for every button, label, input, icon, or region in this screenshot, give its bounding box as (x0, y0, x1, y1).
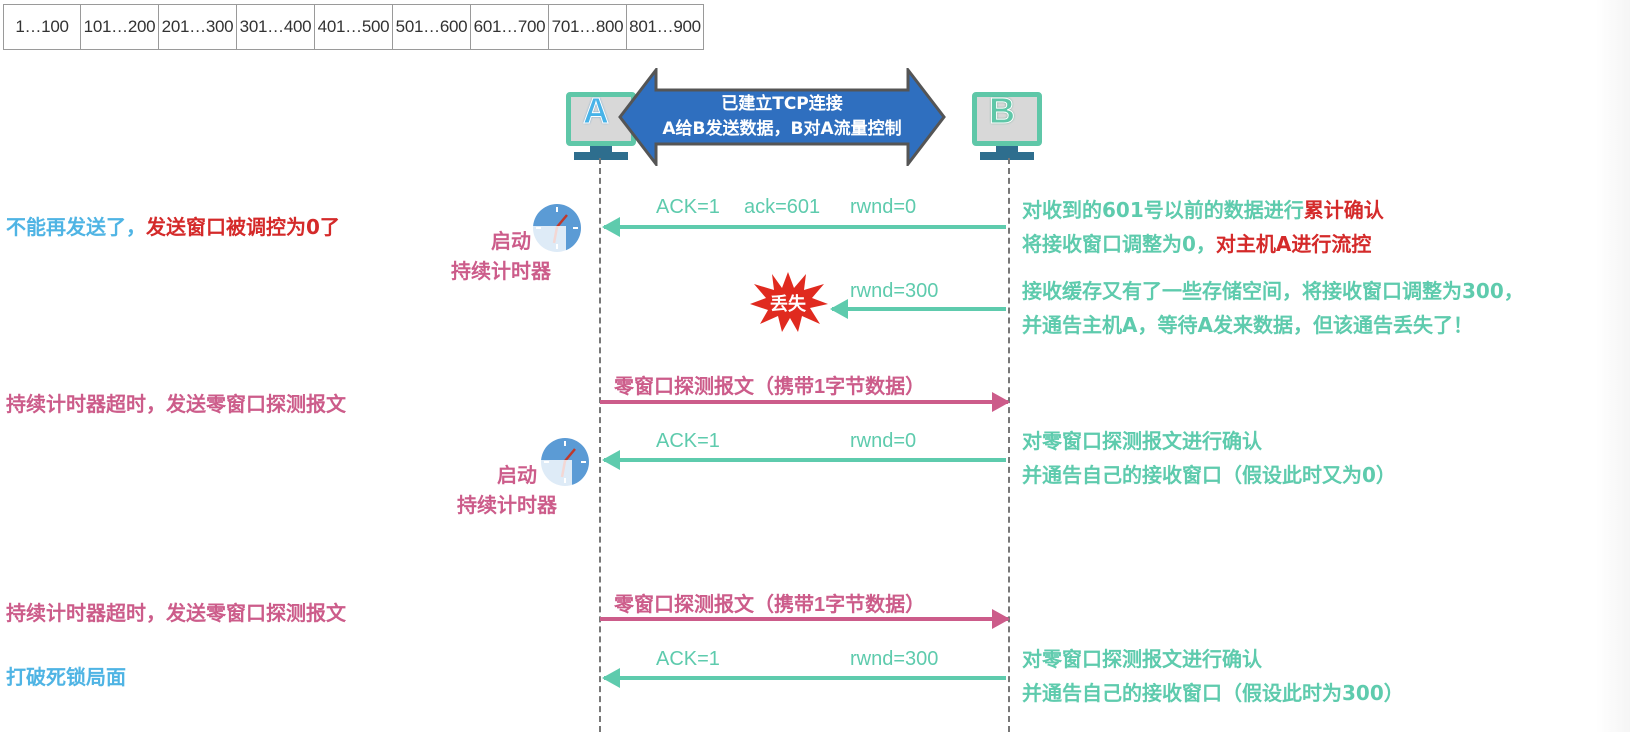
lifeline-b (1008, 158, 1010, 732)
msg3-arrow (600, 392, 1010, 412)
right-note-4: 对零窗口探测报文进行确认 并通告自己的接收窗口（假设此时为300） (1022, 642, 1404, 710)
timer-label-1: 启动 持续计时器 (436, 226, 566, 286)
right-note-1-highlight: 累计确认 (1303, 198, 1384, 222)
lifeline-a (599, 158, 601, 732)
msg2-arrow (830, 299, 1006, 319)
right-note-3-line2: 并通告自己的接收窗口（假设此时又为0） (1022, 463, 1396, 487)
right-note-1-highlight2: 对主机A进行流控 (1215, 232, 1372, 256)
msg1-ack-num: ack=601 (744, 196, 821, 218)
msg4-ack-flag: ACK=1 (656, 430, 720, 452)
msg2-rwnd: rwnd=300 (850, 280, 939, 302)
range-cell: 401…500 (315, 5, 393, 49)
right-note-4-line2: 并通告自己的接收窗口（假设此时为300） (1022, 681, 1404, 705)
lost-label: 丢失 (770, 294, 806, 315)
right-note-2-line2: 并通告主机A，等待A发来数据，但该通告丢失了！ (1022, 313, 1473, 337)
msg5-probe-label: 零窗口探测报文（携带1字节数据） (614, 594, 926, 616)
explosion-icon (750, 272, 828, 332)
msg6-ack-flag: ACK=1 (656, 648, 720, 670)
msg1-arrow (602, 217, 1006, 237)
msg4-rwnd: rwnd=0 (850, 430, 917, 452)
background-edge (1596, 0, 1630, 732)
msg4-arrow (602, 450, 1006, 470)
right-note-1: 对收到的601号以前的数据进行累计确认 将接收窗口调整为0，对主机A进行流控 (1022, 193, 1384, 261)
msg3-probe-label: 零窗口探测报文（携带1字节数据） (614, 376, 926, 398)
timer-label-2: 启动 持续计时器 (442, 460, 572, 520)
left-note-1: 不能再发送了，发送窗口被调控为0了 (6, 210, 340, 244)
left-note-2: 持续计时器超时，发送零窗口探测报文 (6, 392, 346, 416)
byte-range-table: 1…100 101…200 201…300 301…400 401…500 50… (3, 4, 704, 50)
connection-line1: 已建立TCP连接 (721, 94, 843, 114)
right-note-1-line2: 将接收窗口调整为0， (1022, 232, 1216, 256)
right-note-2: 接收缓存又有了一些存储空间，将接收窗口调整为300， 并通告主机A，等待A发来数… (1022, 274, 1524, 342)
connection-line2: A给B发送数据，B对A流量控制 (662, 119, 902, 139)
range-cell: 301…400 (237, 5, 315, 49)
host-b-computer-icon: B (972, 90, 1042, 182)
right-note-3: 对零窗口探测报文进行确认 并通告自己的接收窗口（假设此时又为0） (1022, 424, 1396, 492)
right-note-2-line1: 接收缓存又有了一些存储空间，将接收窗口调整为300， (1022, 279, 1524, 303)
timer-name-text: 持续计时器 (457, 493, 557, 517)
range-cell: 201…300 (159, 5, 237, 49)
timer-start-text: 启动 (497, 463, 537, 487)
msg6-arrow (602, 668, 1006, 688)
msg5-arrow (600, 609, 1010, 629)
range-cell: 501…600 (393, 5, 471, 49)
msg1-rwnd: rwnd=0 (850, 196, 917, 218)
timer-name-text: 持续计时器 (451, 259, 551, 283)
left-note-1-part2: 发送窗口被调控为0了 (146, 215, 340, 239)
msg1-ack-flag: ACK=1 (656, 196, 720, 218)
msg6-rwnd: rwnd=300 (850, 648, 939, 670)
connection-label: 已建立TCP连接 A给B发送数据，B对A流量控制 (618, 92, 946, 142)
range-cell: 801…900 (629, 17, 701, 36)
timer-start-text: 启动 (491, 229, 531, 253)
right-note-1-line1: 对收到的601号以前的数据进行 (1022, 198, 1304, 222)
host-b-label: B (989, 90, 1016, 132)
left-note-1-part1: 不能再发送了， (6, 215, 146, 239)
range-cell: 601…700 (471, 5, 549, 49)
right-note-4-line1: 对零窗口探测报文进行确认 (1022, 647, 1262, 671)
double-arrow-icon (618, 68, 946, 166)
left-note-3: 持续计时器超时，发送零窗口探测报文 (6, 601, 346, 625)
range-cell: 701…800 (549, 5, 627, 49)
range-cell: 1…100 (4, 5, 81, 49)
right-note-3-line1: 对零窗口探测报文进行确认 (1022, 429, 1262, 453)
left-note-4: 打破死锁局面 (6, 665, 126, 689)
range-cell: 101…200 (81, 5, 159, 49)
host-a-label: A (583, 90, 610, 132)
